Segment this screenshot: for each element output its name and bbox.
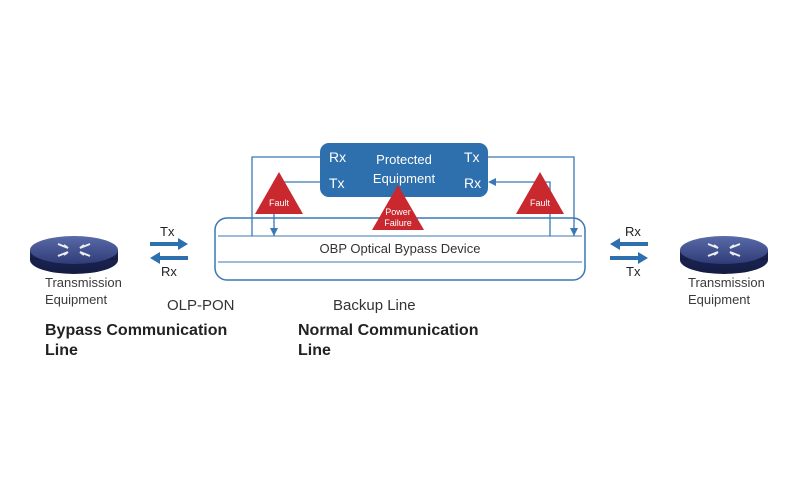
right-router-icon [680,236,768,274]
backup-line-caption: Backup Line [333,297,416,314]
bypass-caption-line2: Line [45,342,78,359]
right-fault-warning-icon [516,172,564,214]
right-fault-label: Fault [529,198,550,208]
right-device-label-line2: Equipment [688,292,751,307]
left-tx-label: Tx [160,224,175,239]
right-rx-label: Rx [625,224,641,239]
protected-equipment-box [320,143,488,197]
normal-caption-line2: Line [298,342,331,359]
left-device-label-line2: Equipment [45,292,108,307]
obp-device-box [214,217,586,281]
protected-title-line1: Protected [376,152,432,167]
obp-device-label: OBP Optical Bypass Device [319,241,481,256]
right-tx-label: Tx [626,264,641,279]
protected-tx-left: Tx [329,175,345,191]
protected-tx-right: Tx [464,149,480,165]
left-fault-warning-icon [255,172,303,214]
right-device-label-line1: Transmission [688,275,765,290]
left-fault-label: Fault [268,198,289,208]
power-failure-warning-icon [372,185,424,230]
left-device-label-line1: Transmission [45,275,122,290]
protected-rx-right: Rx [464,175,482,191]
normal-caption-line1: Normal Communication [298,322,479,339]
left-txrx-arrows-icon [150,238,188,264]
protected-rx-left: Rx [329,149,347,165]
olp-pon-caption: OLP-PON [167,297,235,314]
protected-title-line2: Equipment [372,171,436,186]
power-failure-label-line2: Failure [384,218,412,228]
bypass-caption-line1: Bypass Communication [45,322,228,339]
power-failure-label-line1: Power [385,207,411,217]
left-rx-label: Rx [161,264,177,279]
right-txrx-arrows-icon [610,238,648,264]
left-router-icon [30,236,118,274]
